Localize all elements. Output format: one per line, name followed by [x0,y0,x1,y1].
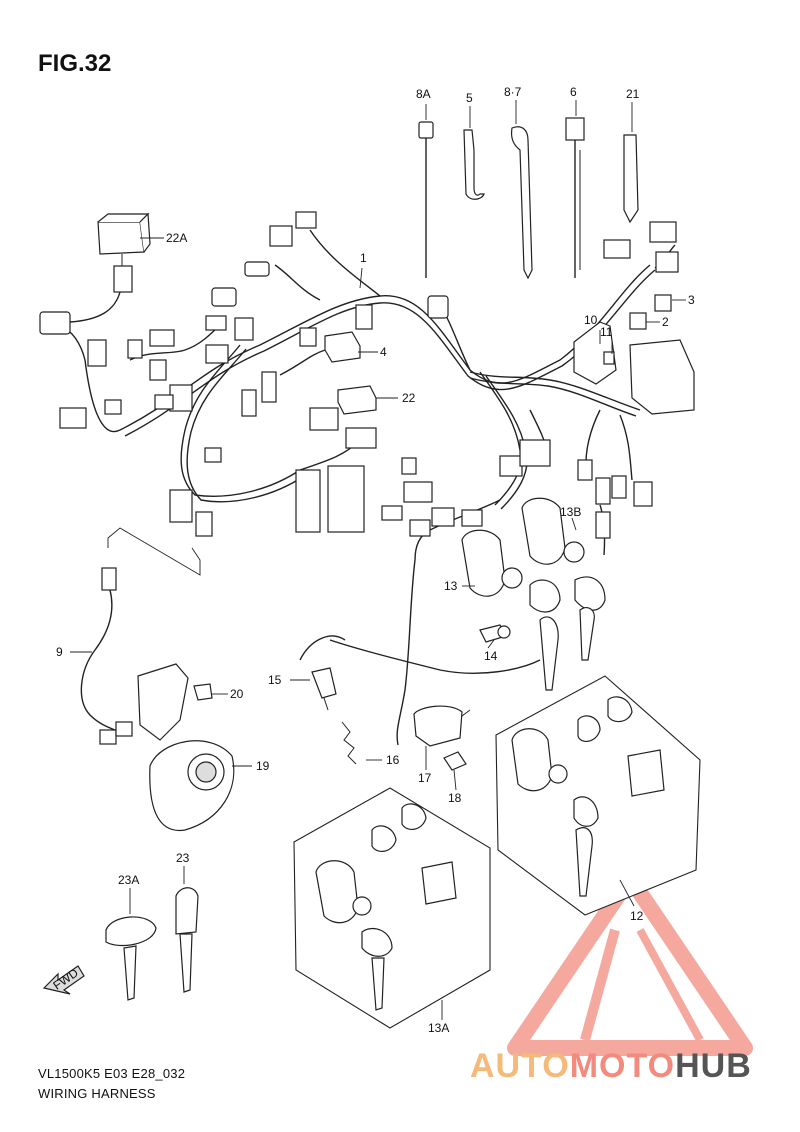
callout-19: 19 [256,759,270,773]
callout-18: 18 [448,791,462,805]
screw-14 [479,624,511,643]
callout-20: 20 [230,687,244,701]
callout-21: 21 [626,87,640,101]
lead-wire-9 [80,527,201,745]
callout-8a: 8A [416,87,431,101]
callout-2: 2 [662,315,669,329]
figure-code: VL1500K5 E03 E28_032 [38,1066,186,1081]
callout-22a: 22A [166,231,187,245]
connector-22 [337,385,377,415]
cable-ties [418,117,639,280]
callout-10: 10 [584,313,598,327]
watermark-logo: AUTOMOTOHUB [470,1047,752,1086]
relay-22a [69,212,151,323]
watermark-auto: AUTO [470,1047,570,1085]
callout-13: 13 [444,579,458,593]
callout-labels: 8A 5 8·7 6 21 22A 1 3 2 10 11 4 22 13B 1… [50,85,695,1035]
harness-connectors [39,211,679,539]
callout-15: 15 [268,673,282,687]
callout-4: 4 [380,345,387,359]
horn-19 [137,663,235,832]
callout-6: 6 [570,85,577,99]
switch-15 [311,667,471,771]
callout-16: 16 [386,753,400,767]
callout-14: 14 [484,649,498,663]
connector-4 [279,331,361,376]
callout-23: 23 [176,851,190,865]
figure-title: FIG.32 [38,50,112,77]
callout-5: 5 [466,91,473,105]
callout-1: 1 [360,251,367,265]
callout-11: 11 [600,325,613,339]
callout-3: 3 [688,293,695,307]
callout-17: 17 [418,771,432,785]
leader-lines [70,100,686,1020]
callout-13a: 13A [428,1021,449,1035]
fuse-box [573,321,695,415]
box-13a [293,787,491,1029]
watermark-moto: MOTO [569,1047,676,1085]
box-12 [495,675,701,916]
callout-12: 12 [630,909,644,923]
callout-13b: 13B [560,505,581,519]
callout-8-7: 8·7 [504,85,522,99]
keys-23 [105,887,199,1001]
figure-name: WIRING HARNESS [38,1086,156,1101]
lock-set-main [461,497,606,691]
callout-9: 9 [56,645,63,659]
watermark-hub: HUB [675,1047,752,1085]
callout-22: 22 [402,391,416,405]
callout-23a: 23A [118,873,139,887]
fwd-arrow-icon [42,965,85,995]
watermark-triangle-icon [507,870,753,1056]
fuses [629,294,672,330]
